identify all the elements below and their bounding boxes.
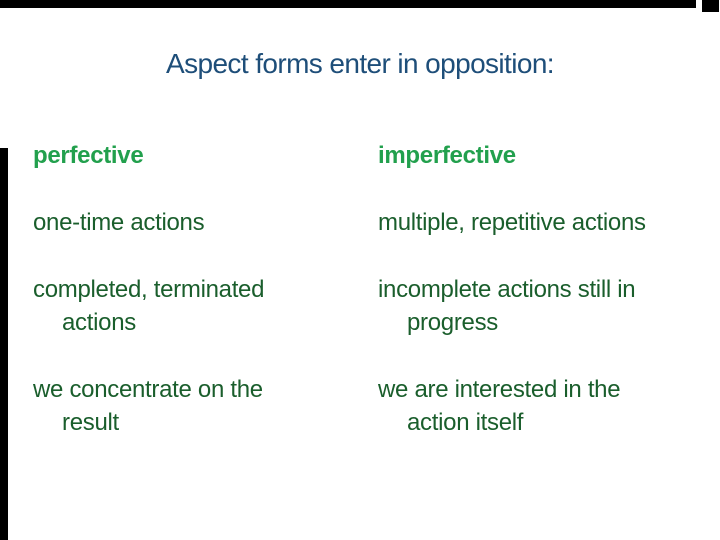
column-imperfective: imperfective multiple, repetitive action… — [378, 139, 720, 473]
cell-imperfective-2: incomplete actions still in progress — [378, 276, 636, 336]
cell-perfective-2: completed, terminated actions — [33, 276, 265, 336]
cell-imperfective-3: we are interested in the action itself — [378, 376, 621, 436]
cell-imperfective-1: multiple, repetitive actions — [378, 209, 646, 236]
column-header-perfective: perfective — [33, 142, 144, 169]
cell-perfective-1: one-time actions — [33, 209, 205, 236]
slide-title: Aspect forms enter in opposition: — [166, 48, 555, 79]
cell-perfective-3: we concentrate on the result — [33, 376, 263, 436]
slide-border-left — [0, 148, 8, 540]
slide-border-top — [0, 0, 696, 8]
slide-border-corner — [702, 0, 719, 12]
column-header-imperfective: imperfective — [378, 142, 516, 169]
column-perfective: perfective one-time actions completed, t… — [33, 139, 377, 473]
